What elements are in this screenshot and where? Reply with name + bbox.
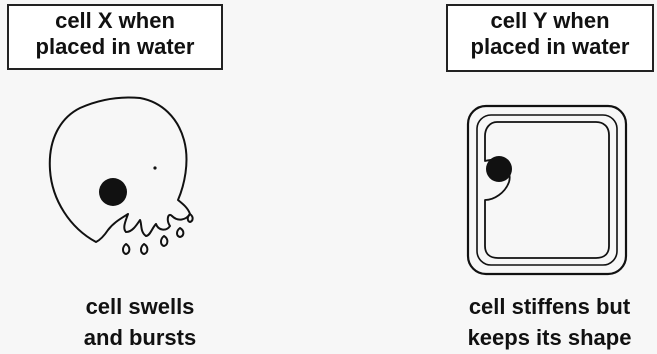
cell-x-droplet [141, 244, 147, 254]
cell-x-droplet [188, 214, 193, 222]
cell-y-caption: cell stiffens but keeps its shape [442, 291, 657, 353]
cell-y-wall-inner [477, 115, 617, 265]
cell-y-nucleus [486, 156, 512, 182]
cell-x-membrane [50, 97, 190, 242]
cell-x-speck [153, 166, 156, 169]
cell-x-caption-line-1: cell swells [50, 291, 230, 322]
cell-x-droplet [161, 236, 167, 246]
cell-y-plant-cell [468, 106, 626, 274]
cell-x-caption: cell swells and bursts [50, 291, 230, 353]
cell-y-caption-line-1: cell stiffens but [442, 291, 657, 322]
cell-x-nucleus [99, 178, 127, 206]
cell-x-droplet [177, 228, 183, 237]
cell-x-caption-line-2: and bursts [50, 322, 230, 353]
cell-x-animal-cell [50, 97, 193, 254]
cell-y-wall-outer [468, 106, 626, 274]
cell-x-droplet [123, 244, 129, 254]
cell-y-caption-line-2: keeps its shape [442, 322, 657, 353]
cell-y-membrane [485, 122, 609, 258]
